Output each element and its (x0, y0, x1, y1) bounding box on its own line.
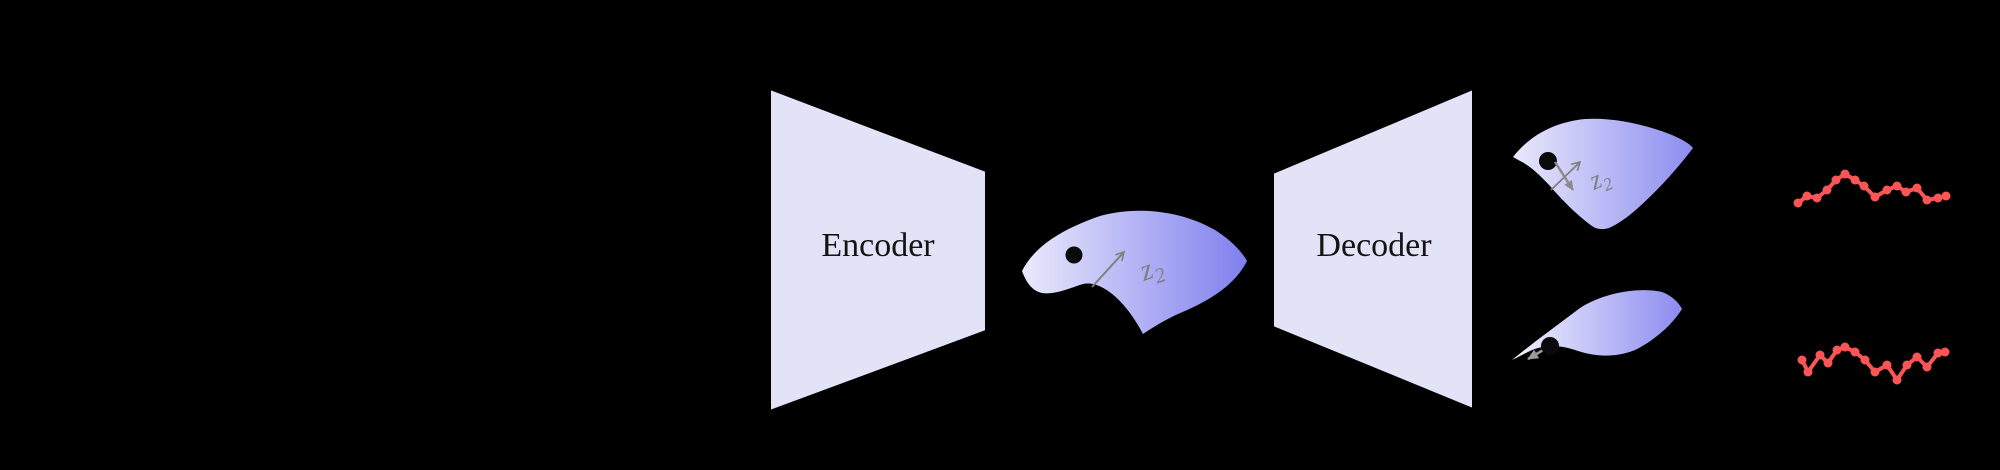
series-marker (1902, 360, 1912, 370)
output-series-bottom-line (1800, 345, 1947, 382)
decoded-manifold-top-group: z2 (1513, 118, 1693, 230)
series-marker (1859, 181, 1869, 191)
latent-manifold-surface (1022, 210, 1247, 334)
z2-cross-arrow-icon (1553, 161, 1575, 191)
series-marker (1912, 183, 1922, 193)
series-marker (1815, 350, 1825, 360)
series-marker (1933, 193, 1943, 203)
series-marker (1933, 348, 1943, 358)
series-marker (1802, 191, 1812, 201)
series-marker (1860, 355, 1870, 365)
series-marker (1822, 185, 1832, 195)
output-series-bottom (1797, 342, 1950, 385)
latent-manifold-group: z2 (1022, 210, 1247, 334)
series-marker (1832, 345, 1842, 355)
series-marker (1850, 347, 1860, 357)
series-marker (1803, 367, 1813, 377)
series-marker (1892, 181, 1902, 191)
series-marker (1922, 362, 1932, 372)
series-marker (1793, 198, 1803, 208)
series-marker (1812, 193, 1822, 203)
z2-axis-arrow-icon (1091, 250, 1126, 288)
series-marker (1870, 192, 1880, 202)
series-marker (1912, 352, 1922, 362)
encoder-trapezoid (769, 87, 987, 413)
decoded-point-bottom (1541, 337, 1559, 355)
series-marker (1940, 347, 1950, 357)
series-marker (1823, 358, 1833, 368)
series-marker (1941, 191, 1951, 201)
decoded-manifold-top-surface (1513, 118, 1693, 230)
decoder-trapezoid (1272, 87, 1474, 411)
series-marker (1882, 360, 1892, 370)
series-marker (1831, 175, 1841, 185)
decoder-label: Decoder (1316, 227, 1432, 264)
series-marker (1797, 355, 1807, 365)
series-marker (1840, 169, 1850, 179)
series-marker (1882, 185, 1892, 195)
series-marker (1901, 187, 1911, 197)
series-marker (1850, 175, 1860, 185)
latent-point (1065, 246, 1083, 264)
decoded-manifold-bottom-group (1512, 290, 1682, 361)
output-series-top-line (1796, 172, 1948, 205)
series-marker (1892, 375, 1902, 385)
z1-axis-arrow-icon (1550, 160, 1582, 191)
decoded-point-top (1539, 152, 1557, 170)
decoder-block: Decoder (1272, 87, 1474, 411)
encoder-block: Encoder (769, 87, 987, 413)
series-marker (1840, 342, 1850, 352)
series-marker (1870, 367, 1880, 377)
output-series-top (1793, 169, 1951, 208)
series-marker (1922, 195, 1932, 205)
encoder-label: Encoder (821, 227, 935, 264)
